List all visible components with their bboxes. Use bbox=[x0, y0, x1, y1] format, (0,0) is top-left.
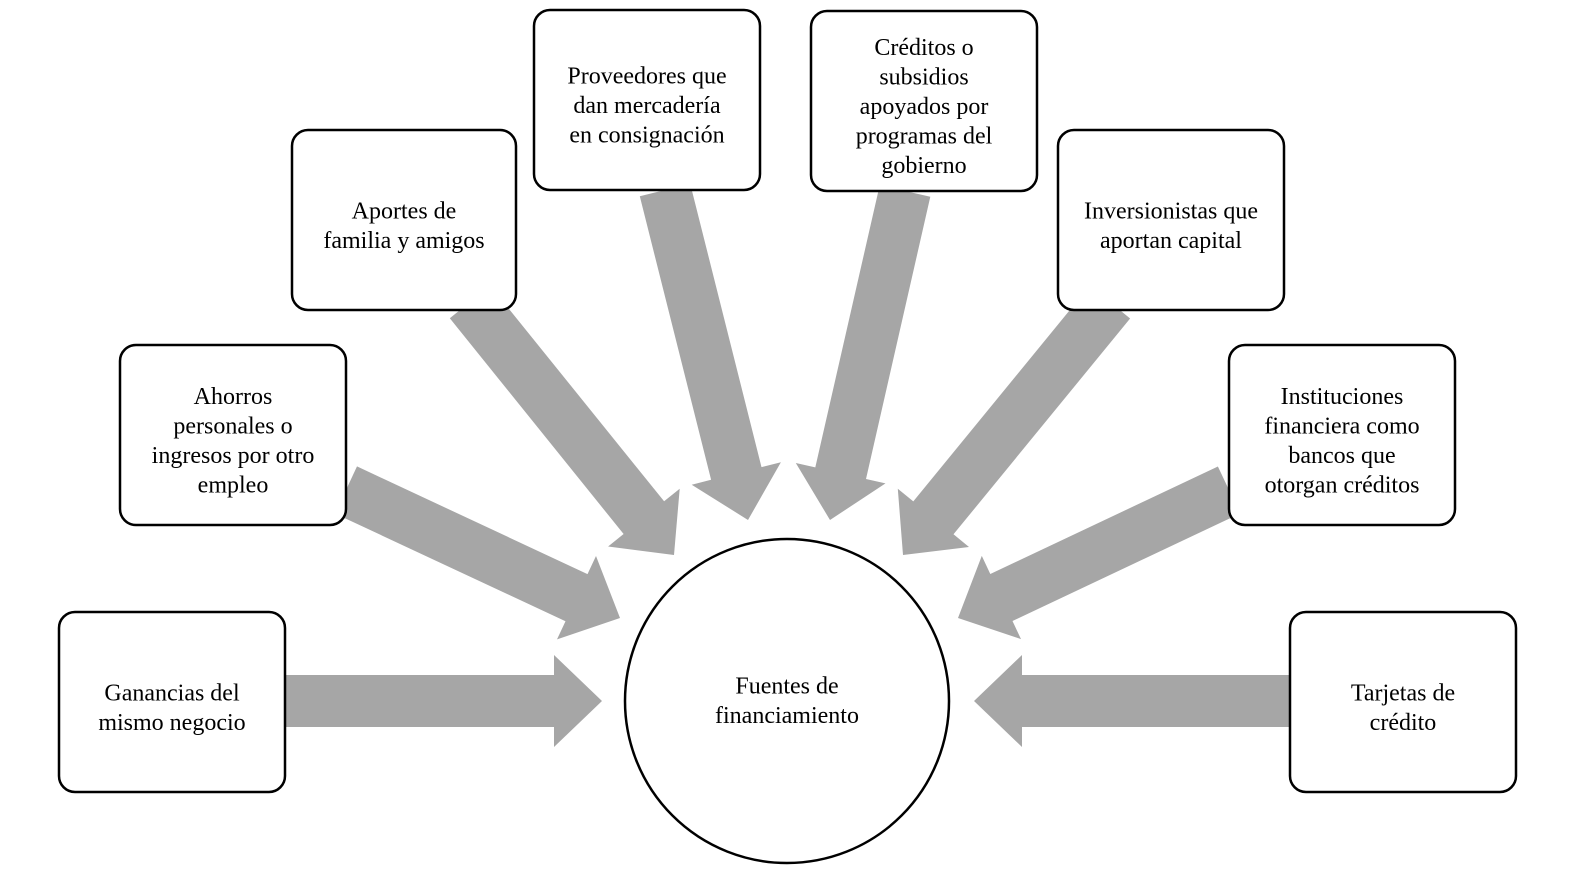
source-label-proveedores-line-3: en consignación bbox=[569, 123, 724, 149]
source-label-ganancias-line-1: Ganancias del bbox=[104, 680, 240, 706]
source-label-creditos-gobierno-line-1: Créditos o bbox=[874, 35, 973, 61]
center-node: Fuentes de financiamiento bbox=[623, 537, 951, 865]
source-node-ahorros: Ahorros personales o ingresos por otro empl… bbox=[118, 343, 348, 527]
center-label-line-2: financiamiento bbox=[715, 703, 859, 729]
arrow-ganancias bbox=[285, 655, 602, 747]
nodes-layer: Fuentes de financiamiento Ganancias del mis… bbox=[57, 8, 1518, 865]
arrows-layer bbox=[285, 183, 1290, 747]
source-label-tarjetas-line-2: crédito bbox=[1370, 710, 1437, 736]
source-label-aportes-line-1: Aportes de bbox=[352, 198, 457, 224]
source-label-instituciones-line-4: otorgan créditos bbox=[1265, 472, 1420, 498]
center-label-line-1: Fuentes de bbox=[735, 673, 838, 699]
source-box-aportes bbox=[290, 128, 518, 312]
arrow-creditos-gobierno bbox=[795, 185, 931, 520]
source-node-tarjetas: Tarjetas de crédito bbox=[1288, 610, 1518, 794]
source-label-instituciones-line-3: bancos que bbox=[1288, 443, 1395, 469]
source-node-creditos-gobierno: Créditos o subsidios apoyados por programas… bbox=[809, 9, 1039, 193]
source-box-ahorros bbox=[118, 343, 348, 527]
arrow-tarjetas bbox=[974, 655, 1290, 747]
source-label-ganancias-line-2: mismo negocio bbox=[98, 710, 245, 736]
arrow-proveedores bbox=[639, 183, 781, 520]
arrow-instituciones bbox=[958, 466, 1241, 640]
source-label-aportes-line-2: familia y amigos bbox=[323, 228, 484, 254]
source-box-creditos-gobierno bbox=[809, 9, 1039, 193]
source-box-ganancias bbox=[57, 610, 287, 794]
source-node-ganancias: Ganancias del mismo negocio bbox=[57, 610, 287, 794]
source-label-ahorros-line-1: Ahorros bbox=[194, 384, 273, 410]
arrow-ahorros bbox=[335, 466, 620, 640]
source-box-inversionistas bbox=[1056, 128, 1286, 312]
source-label-creditos-gobierno-line-4: programas del bbox=[856, 124, 993, 150]
source-node-inversionistas: Inversionistas que aportan capital bbox=[1056, 128, 1286, 312]
source-label-ahorros-line-2: personales o bbox=[173, 413, 292, 439]
source-node-instituciones: Instituciones financiera como bancos que ot… bbox=[1227, 343, 1457, 527]
source-label-tarjetas-line-1: Tarjetas de bbox=[1351, 680, 1455, 706]
source-label-ahorros-line-4: empleo bbox=[198, 472, 269, 498]
source-node-aportes: Aportes de familia y amigos bbox=[290, 128, 518, 312]
source-label-inversionistas-line-1: Inversionistas que bbox=[1084, 198, 1258, 224]
source-label-instituciones-line-1: Instituciones bbox=[1281, 384, 1404, 410]
source-label-proveedores-line-1: Proveedores que bbox=[567, 64, 726, 90]
source-label-instituciones-line-2: financiera como bbox=[1264, 413, 1419, 439]
source-node-proveedores: Proveedores que dan mercadería en consigna… bbox=[532, 8, 762, 192]
source-box-tarjetas bbox=[1288, 610, 1518, 794]
source-label-creditos-gobierno-line-5: gobierno bbox=[881, 153, 966, 179]
source-box-instituciones bbox=[1227, 343, 1457, 527]
source-label-creditos-gobierno-line-3: apoyados por bbox=[860, 94, 989, 120]
arrow-inversionistas bbox=[897, 285, 1131, 555]
source-box-proveedores bbox=[532, 8, 762, 192]
source-label-proveedores-line-2: dan mercadería bbox=[573, 93, 721, 119]
source-label-ahorros-line-3: ingresos por otro bbox=[152, 443, 315, 469]
arrow-aportes bbox=[449, 285, 680, 555]
center-circle bbox=[623, 537, 951, 865]
source-label-inversionistas-line-2: aportan capital bbox=[1100, 228, 1242, 254]
source-label-creditos-gobierno-line-2: subsidios bbox=[879, 65, 968, 91]
